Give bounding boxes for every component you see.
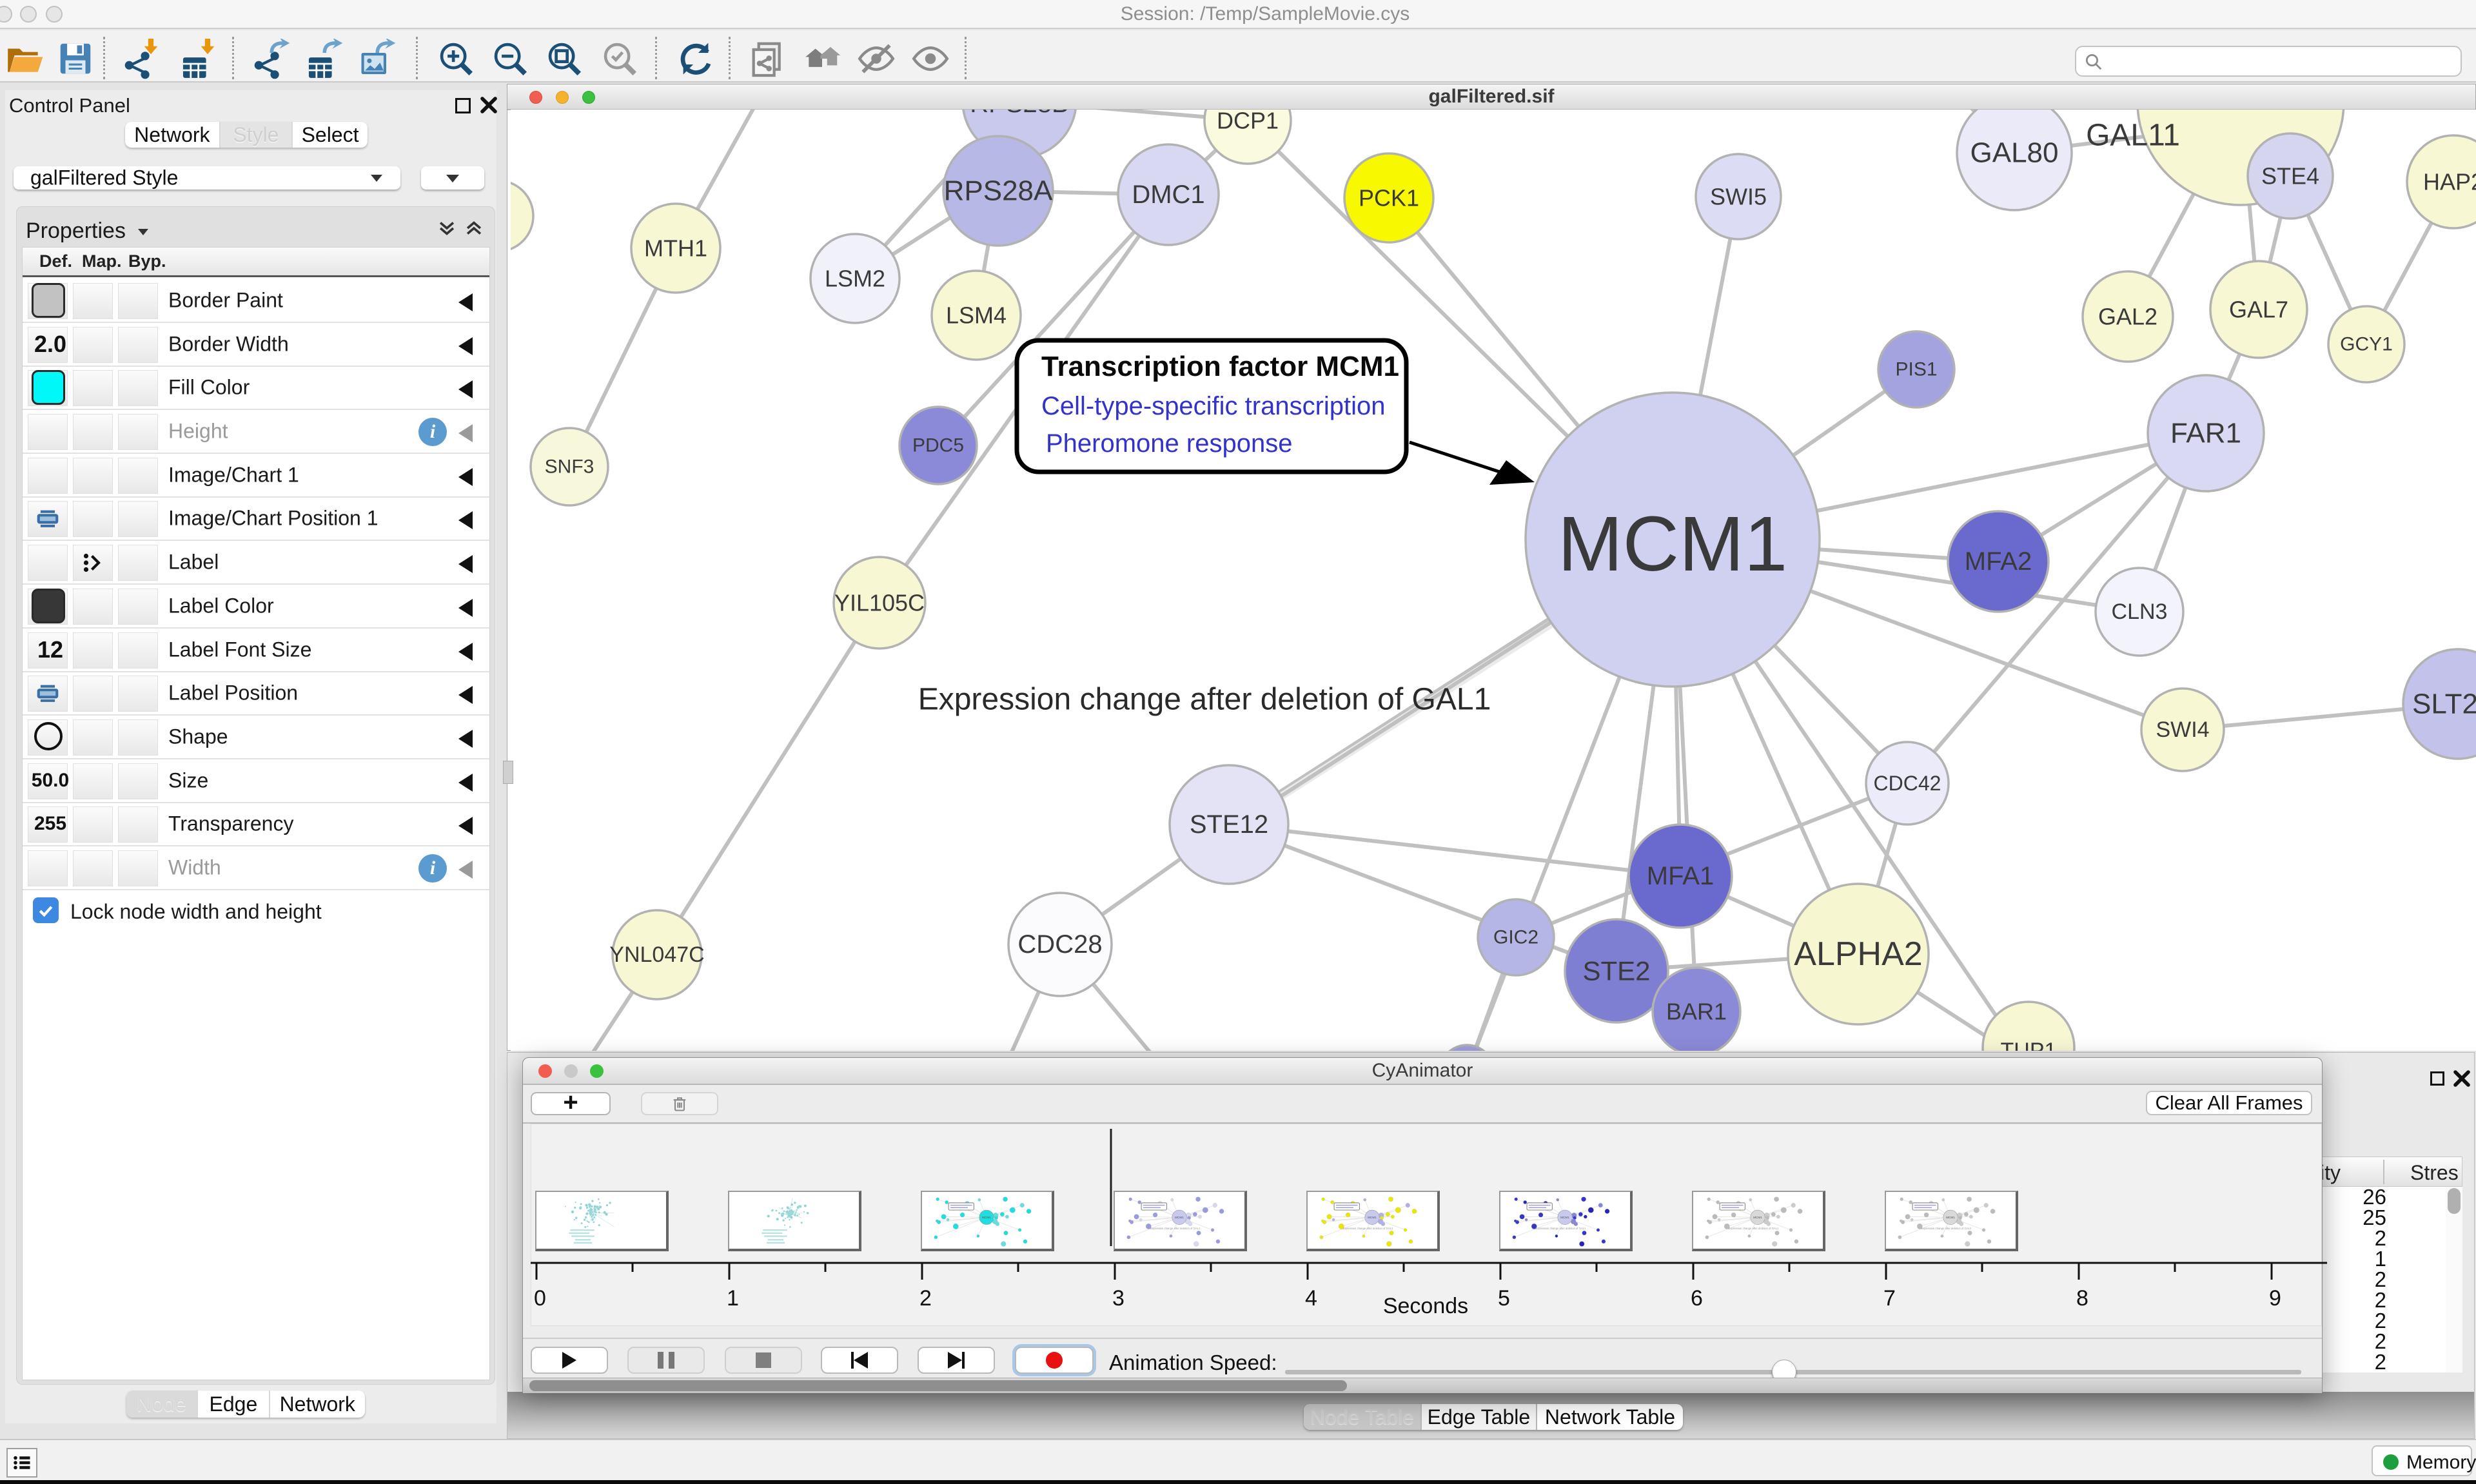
svg-text:GAL2: GAL2 bbox=[2098, 304, 2157, 330]
svg-text:3: 3 bbox=[1112, 1286, 1125, 1311]
svg-text:BAR1: BAR1 bbox=[1666, 999, 1727, 1025]
svg-text:MCM1: MCM1 bbox=[1558, 500, 1787, 587]
svg-text:7: 7 bbox=[1883, 1286, 1896, 1311]
svg-text:Transcription factor MCM1: Transcription factor MCM1 bbox=[1041, 351, 1399, 382]
svg-text:RPS28A: RPS28A bbox=[944, 175, 1053, 207]
svg-text:TUP1: TUP1 bbox=[2001, 1039, 2057, 1051]
svg-text:DCP1: DCP1 bbox=[1217, 110, 1279, 134]
svg-text:MFA2: MFA2 bbox=[1965, 547, 2032, 576]
svg-text:SLT2: SLT2 bbox=[2412, 688, 2476, 720]
svg-text:MCM1: MCM1 bbox=[1946, 1216, 1955, 1219]
svg-text:LSM4: LSM4 bbox=[946, 302, 1007, 329]
svg-text:MCM1: MCM1 bbox=[1368, 1216, 1377, 1219]
svg-text:STE4: STE4 bbox=[2261, 163, 2319, 190]
svg-text:MFA1: MFA1 bbox=[1647, 862, 1714, 890]
svg-text:CLN3: CLN3 bbox=[2112, 600, 2168, 624]
svg-text:4: 4 bbox=[1305, 1286, 1317, 1311]
svg-text:0: 0 bbox=[534, 1286, 546, 1311]
svg-text:LSM2: LSM2 bbox=[825, 266, 885, 292]
svg-text:SWI5: SWI5 bbox=[1710, 184, 1767, 210]
svg-text:YNL047C: YNL047C bbox=[609, 942, 704, 967]
svg-text:PDC5: PDC5 bbox=[912, 435, 964, 456]
svg-text:Expression change after deleti: Expression change after deletion of GAL1 bbox=[1729, 1227, 1779, 1230]
svg-text:GAL7: GAL7 bbox=[2229, 297, 2288, 323]
svg-text:1: 1 bbox=[727, 1286, 739, 1311]
svg-text:DMC1: DMC1 bbox=[1132, 181, 1204, 209]
svg-text:Expression change after deleti: Expression change after deletion of GAL1 bbox=[1921, 1227, 1972, 1230]
svg-text:STE12: STE12 bbox=[1190, 810, 1268, 839]
svg-text:GCY1: GCY1 bbox=[2340, 334, 2393, 355]
svg-text:MCM1: MCM1 bbox=[982, 1216, 991, 1219]
svg-text:5: 5 bbox=[1498, 1286, 1510, 1311]
svg-text:PCK1: PCK1 bbox=[1359, 185, 1419, 211]
svg-text:PIS1: PIS1 bbox=[1895, 359, 1937, 380]
svg-text:HAP2: HAP2 bbox=[2423, 169, 2476, 195]
svg-text:YIL105C: YIL105C bbox=[834, 590, 925, 616]
svg-text:Cell-type-specific transcripti: Cell-type-specific transcription bbox=[1041, 392, 1386, 420]
svg-text:RPS28B: RPS28B bbox=[970, 110, 1068, 118]
svg-text:SNF3: SNF3 bbox=[545, 456, 594, 478]
svg-text:CDC42: CDC42 bbox=[1874, 772, 1941, 795]
svg-text:8: 8 bbox=[2076, 1286, 2088, 1311]
svg-text:Expression change after deleti: Expression change after deletion of GAL1 bbox=[1343, 1227, 1393, 1230]
svg-text:GAL80: GAL80 bbox=[1970, 137, 2059, 169]
svg-text:Expression change after deleti: Expression change after deletion of GAL1 bbox=[1536, 1227, 1586, 1230]
svg-text:SWI4: SWI4 bbox=[2156, 718, 2209, 742]
svg-text:CDC28: CDC28 bbox=[1017, 930, 1102, 959]
svg-text:9: 9 bbox=[2269, 1286, 2281, 1311]
svg-text:STE2: STE2 bbox=[1582, 956, 1650, 986]
svg-text:MTH1: MTH1 bbox=[644, 235, 707, 262]
svg-text:FAR1: FAR1 bbox=[2170, 418, 2241, 449]
svg-text:Expression change after deleti: Expression change after deletion of GAL1 bbox=[1150, 1227, 1201, 1230]
svg-text:Pheromone response: Pheromone response bbox=[1046, 429, 1292, 458]
svg-text:MCM1: MCM1 bbox=[1560, 1216, 1569, 1219]
svg-text:6: 6 bbox=[1691, 1286, 1703, 1311]
svg-text:MCM1: MCM1 bbox=[1175, 1216, 1184, 1219]
svg-text:2: 2 bbox=[919, 1286, 932, 1311]
svg-text:Expression change after deleti: Expression change after deletion of GAL1 bbox=[918, 683, 1491, 717]
svg-text:GAL11: GAL11 bbox=[2086, 119, 2180, 153]
svg-text:ALPHA2: ALPHA2 bbox=[1794, 935, 1922, 973]
svg-text:MCM1: MCM1 bbox=[1753, 1216, 1762, 1219]
svg-text:Seconds: Seconds bbox=[1383, 1294, 1468, 1318]
svg-text:GIC2: GIC2 bbox=[1493, 927, 1538, 948]
